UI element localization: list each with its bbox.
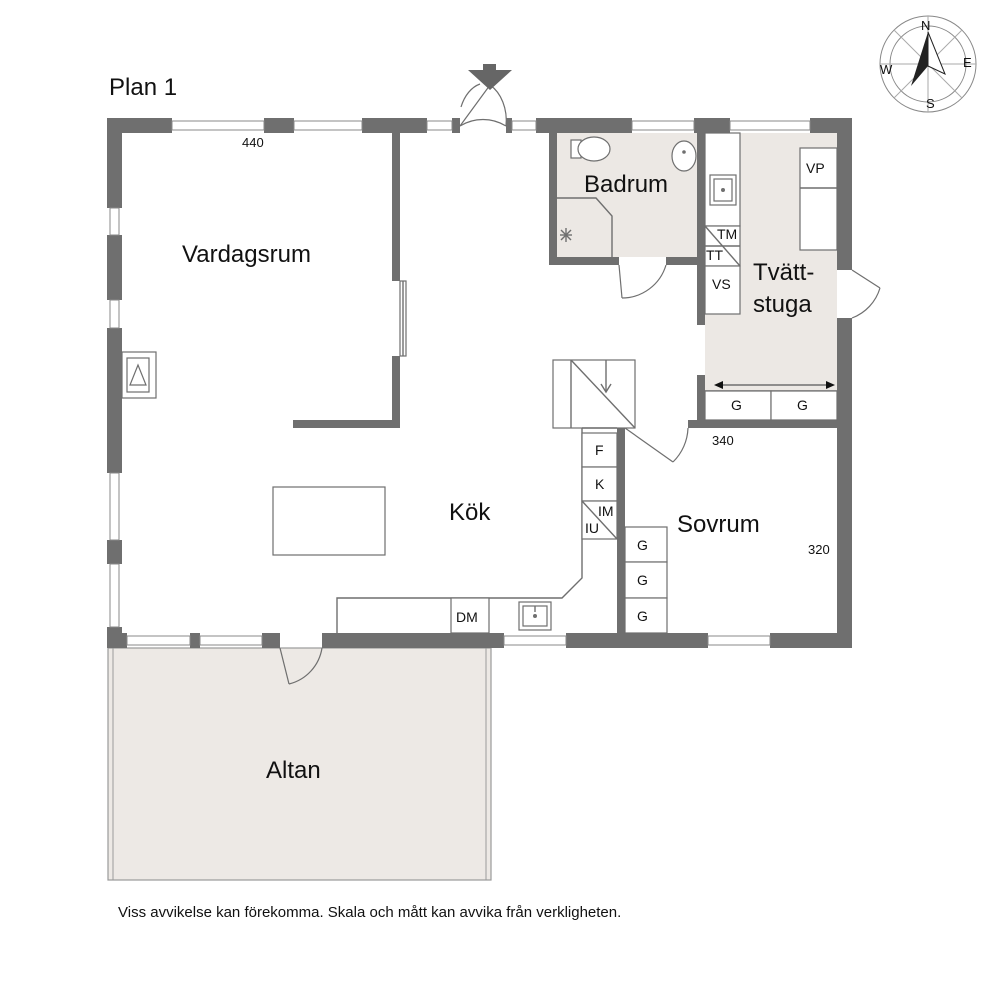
windows [109, 120, 811, 646]
fixture-g-bedroom-2: G [637, 572, 648, 588]
dim-sovrum-depth: 320 [808, 542, 830, 557]
room-sovrum: Sovrum [677, 511, 760, 538]
fixture-dm: DM [456, 609, 478, 625]
altan-floor [107, 647, 492, 881]
compass-west: W [880, 62, 893, 77]
stairs [552, 359, 636, 429]
interior-walls [293, 133, 852, 648]
fixture-tt: TT [706, 247, 724, 263]
compass-north: N [921, 18, 930, 33]
fixture-k: K [595, 476, 605, 492]
disclaimer: Viss avvikelse kan förekomma. Skala och … [118, 904, 621, 921]
dim-vardagsrum-width: 440 [242, 135, 264, 150]
fixture-tm: TM [717, 226, 737, 242]
kitchen-island [272, 486, 386, 556]
compass-icon [879, 15, 977, 113]
room-altan: Altan [266, 757, 321, 784]
fixture-g-laundry-2: G [797, 397, 808, 413]
fixture-vp: VP [806, 160, 825, 176]
fireplace-icon [121, 351, 157, 399]
room-tvattstuga-1: Tvätt- [753, 259, 814, 286]
room-badrum: Badrum [584, 171, 668, 198]
fixture-g-bedroom-3: G [637, 608, 648, 624]
entrance-arrow-icon [468, 64, 512, 90]
plan-title: Plan 1 [109, 74, 177, 101]
compass-south: S [926, 96, 935, 111]
room-kok: Kök [449, 499, 491, 526]
laundry-fixtures [704, 132, 838, 421]
exterior-walls [107, 118, 852, 648]
fixture-f: F [595, 442, 604, 458]
fixture-iu: IU [585, 520, 599, 536]
compass-east: E [963, 55, 972, 70]
fixture-g-laundry-1: G [731, 397, 742, 413]
doors [279, 83, 881, 685]
room-vardagsrum: Vardagsrum [182, 241, 311, 268]
kitchen-counter [336, 427, 618, 634]
bathroom-fixtures [557, 136, 697, 257]
fixture-vs: VS [712, 276, 731, 292]
fixture-im: IM [598, 503, 614, 519]
bedroom-wardrobes [624, 526, 668, 634]
fixture-g-bedroom-1: G [637, 537, 648, 553]
dim-sovrum-width: 340 [712, 433, 734, 448]
room-tvattstuga-2: stuga [753, 291, 812, 318]
